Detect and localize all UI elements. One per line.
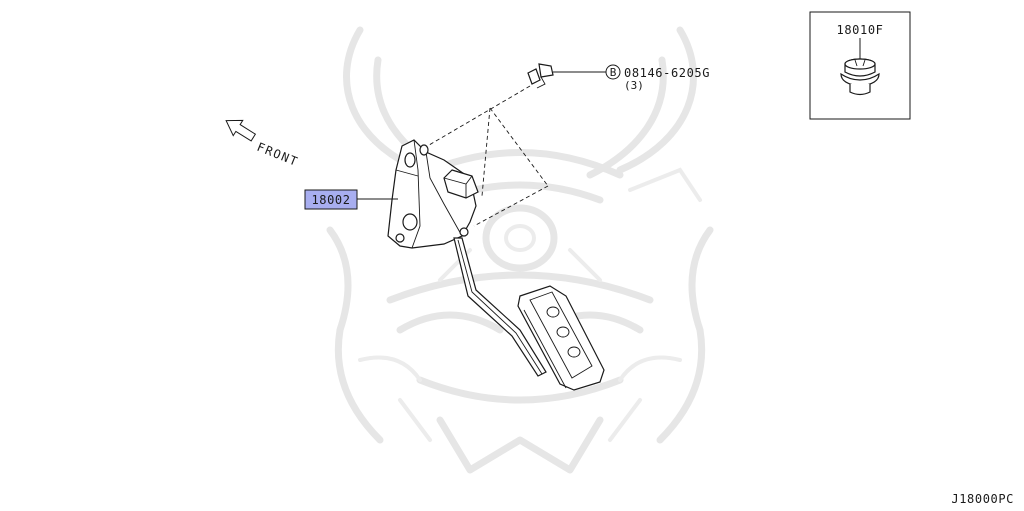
bolt-quantity: (3): [624, 79, 644, 92]
inset-part-number[interactable]: 18010F: [837, 23, 884, 37]
pedal-arm: [453, 237, 547, 377]
bolt-callout[interactable]: B 08146-6205G (3): [527, 63, 710, 92]
pedal-pad: [517, 285, 605, 391]
inset-part-box[interactable]: 18010F: [809, 11, 911, 120]
pedal-pivot: [402, 213, 418, 231]
watermark-logo: [326, 26, 714, 474]
stopper-icon: [840, 58, 880, 96]
main-part-number[interactable]: 18002: [311, 193, 350, 207]
front-direction-arrow: FRONT: [225, 119, 301, 169]
front-label: FRONT: [255, 140, 301, 169]
bolt-icon: [527, 63, 554, 89]
bolt-part-number[interactable]: 08146-6205G: [624, 66, 710, 80]
accelerator-pedal-assembly[interactable]: [387, 139, 605, 391]
arrow-icon: [225, 119, 257, 142]
bolt-prefix: B: [610, 66, 617, 79]
main-part-callout[interactable]: 18002: [304, 189, 398, 210]
page-code: J18000PC: [951, 492, 1014, 506]
bolt-prefix-circle: [605, 64, 621, 80]
